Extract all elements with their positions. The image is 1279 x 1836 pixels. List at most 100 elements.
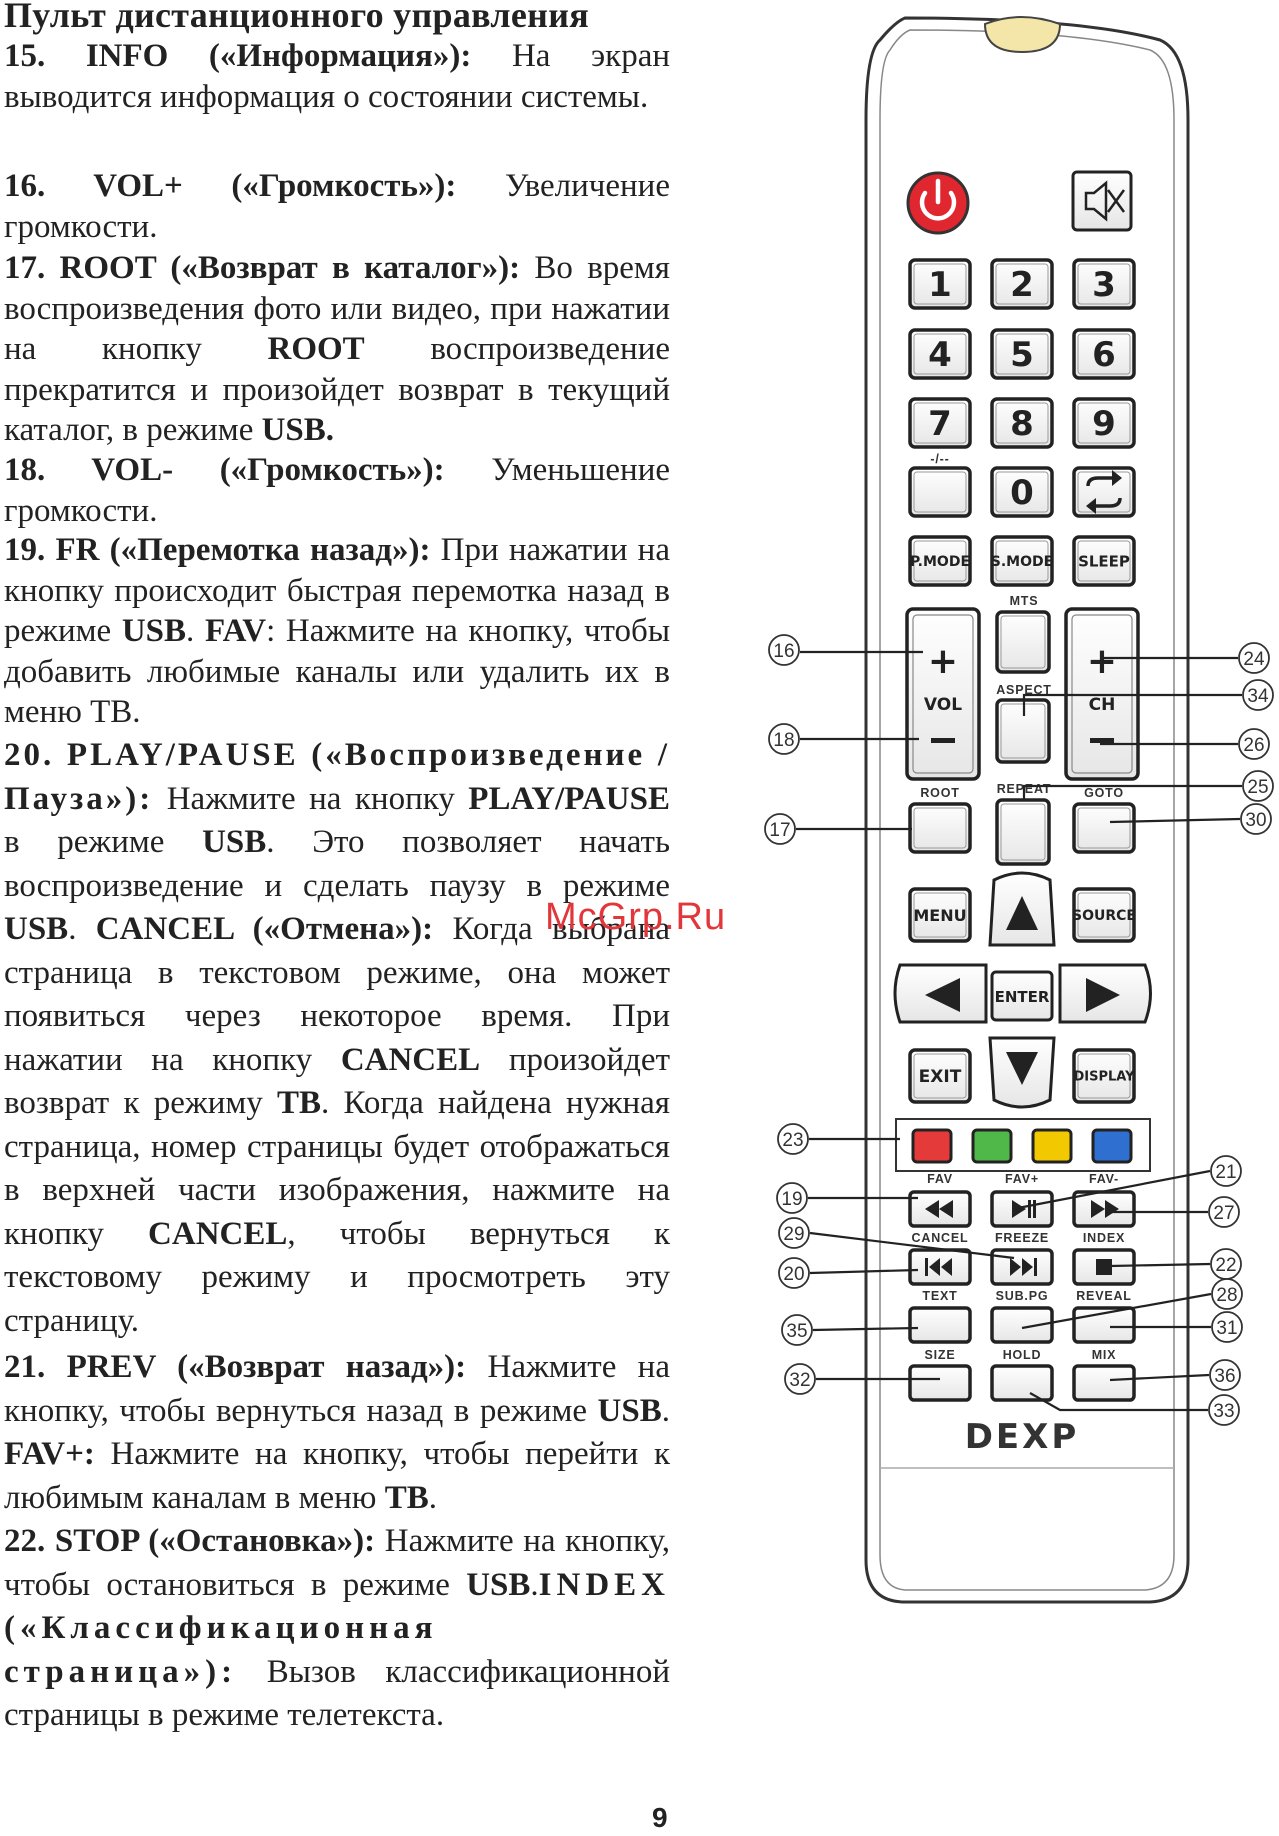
up-arrow-icon <box>1006 896 1038 930</box>
digit-0-button[interactable]: 0 <box>990 466 1054 518</box>
repeat-button[interactable] <box>995 798 1051 866</box>
svg-text:29: 29 <box>783 1224 804 1245</box>
digit-7-button-label: 7 <box>928 404 952 444</box>
mix-button[interactable] <box>1072 1364 1136 1402</box>
mts-button[interactable] <box>995 610 1051 674</box>
digit-5-button-label: 5 <box>1010 335 1034 375</box>
svg-text:31: 31 <box>1216 1318 1237 1339</box>
source-button[interactable]: SOURCE <box>1072 887 1136 943</box>
svg-text:33: 33 <box>1213 1401 1234 1422</box>
watermark: McGrp.Ru <box>545 896 727 938</box>
stop-button[interactable] <box>1072 1248 1136 1286</box>
freeze-label: FREEZE <box>995 1231 1049 1245</box>
color-key-yellow[interactable] <box>1031 1128 1073 1164</box>
digit-1-button[interactable]: 1 <box>908 258 972 310</box>
digit-4-button-label: 4 <box>928 335 952 375</box>
s-mode-button-label: S.MODE <box>991 554 1053 570</box>
root-button[interactable] <box>908 802 972 854</box>
rewind-icon <box>925 1200 953 1218</box>
svg-text:32: 32 <box>789 1370 810 1391</box>
rewind-button[interactable] <box>908 1190 972 1228</box>
svg-text:17: 17 <box>769 820 790 841</box>
fast-forward-button[interactable] <box>1072 1190 1136 1228</box>
digit-9-button-label: 9 <box>1092 404 1116 444</box>
display-button[interactable]: DISPLAY <box>1072 1048 1136 1104</box>
play-pause-button[interactable] <box>990 1190 1054 1228</box>
item-21: 21. PREV («Возврат назад»): Нажмите на к… <box>4 1349 670 1516</box>
sleep-button[interactable]: SLEEP <box>1072 535 1136 587</box>
digit-9-button[interactable]: 9 <box>1072 397 1136 449</box>
digit-1-button-label: 1 <box>928 265 952 305</box>
callout-24: 24 <box>1100 642 1270 674</box>
digit-7-button[interactable]: 7 <box>908 397 972 449</box>
digit-6-button[interactable]: 6 <box>1072 328 1136 380</box>
callout-28: 28 <box>1021 1278 1243 1330</box>
svg-text:19: 19 <box>781 1189 802 1210</box>
right-arrow-icon <box>1086 978 1120 1012</box>
item-18: 18. VOL- («Громкость»): Уменьшение громк… <box>4 452 670 529</box>
digit-3-button-label: 3 <box>1092 265 1116 305</box>
callout-19: 19 <box>776 1182 918 1214</box>
s-mode-button[interactable]: S.MODE <box>990 535 1054 587</box>
item-22: 22. STOP («Остановка»): Нажмите на кнопк… <box>4 1523 670 1733</box>
p-mode-button[interactable]: P.MODE <box>908 535 972 587</box>
vol-label: VOL <box>924 695 962 715</box>
ch-label: CH <box>1089 695 1116 715</box>
digit-5-button[interactable]: 5 <box>990 328 1054 380</box>
text-button[interactable] <box>908 1306 972 1344</box>
fast-forward-icon <box>1091 1200 1119 1218</box>
size-label: SIZE <box>925 1348 956 1362</box>
color-keys-frame <box>895 1118 1151 1172</box>
enter-button[interactable]: ENTER <box>990 970 1054 1022</box>
volume-rocker[interactable]: + VOL <box>905 607 981 781</box>
callout-22: 22 <box>1109 1248 1242 1280</box>
digit-3-button[interactable]: 3 <box>1072 258 1136 310</box>
size-button[interactable] <box>908 1364 972 1402</box>
hold-button[interactable] <box>990 1364 1054 1402</box>
callout-32: 32 <box>784 1363 940 1395</box>
callout-25: 25 <box>1022 770 1274 802</box>
digit-2-button[interactable]: 2 <box>990 258 1054 310</box>
exit-button[interactable]: EXIT <box>908 1048 972 1104</box>
color-key-blue[interactable] <box>1091 1128 1133 1164</box>
goto-label: GOTO <box>1084 786 1124 800</box>
page-number: 9 <box>652 1802 668 1833</box>
callout-20: 20 <box>778 1257 919 1289</box>
callout-17: 17 <box>764 813 912 845</box>
digit-4-button[interactable]: 4 <box>908 328 972 380</box>
reveal-label: REVEAL <box>1076 1289 1132 1303</box>
color-key-green[interactable] <box>971 1128 1013 1164</box>
svg-text:16: 16 <box>773 641 794 662</box>
mute-icon <box>1084 180 1126 222</box>
recall-button[interactable] <box>1072 466 1136 518</box>
dpad: ENTER <box>893 871 1152 1109</box>
vol-plus-sign: + <box>928 641 958 682</box>
svg-text:23: 23 <box>782 1130 803 1151</box>
goto-button[interactable] <box>1072 802 1136 854</box>
exit-button-label: EXIT <box>919 1067 962 1087</box>
previous-button[interactable] <box>908 1248 972 1286</box>
ch-minus-sign <box>1090 738 1114 743</box>
digit-8-button[interactable]: 8 <box>990 397 1054 449</box>
callout-29: 29 <box>778 1217 1015 1260</box>
callout-31: 31 <box>1110 1311 1243 1343</box>
svg-text:28: 28 <box>1216 1285 1237 1306</box>
fav-label: FAV <box>927 1172 953 1186</box>
callout-34: 34 <box>1022 679 1274 716</box>
power-button[interactable] <box>906 171 970 235</box>
sub-pg-button[interactable] <box>990 1306 1054 1344</box>
dash-button[interactable] <box>908 466 972 518</box>
callout-23: 23 <box>777 1123 900 1155</box>
dash-label: -/-- <box>930 452 949 466</box>
sub-pg-label: SUB.PG <box>996 1289 1049 1303</box>
p-mode-button-label: P.MODE <box>910 554 970 570</box>
color-key-red[interactable] <box>911 1128 953 1164</box>
text-label: TEXT <box>922 1289 957 1303</box>
mute-button[interactable] <box>1071 170 1133 232</box>
vol-minus-sign <box>931 738 955 743</box>
callout-27: 27 <box>1110 1196 1240 1228</box>
next-button[interactable] <box>990 1248 1054 1286</box>
menu-button[interactable]: MENU <box>908 887 972 943</box>
callout-21: 21 <box>1017 1155 1242 1210</box>
